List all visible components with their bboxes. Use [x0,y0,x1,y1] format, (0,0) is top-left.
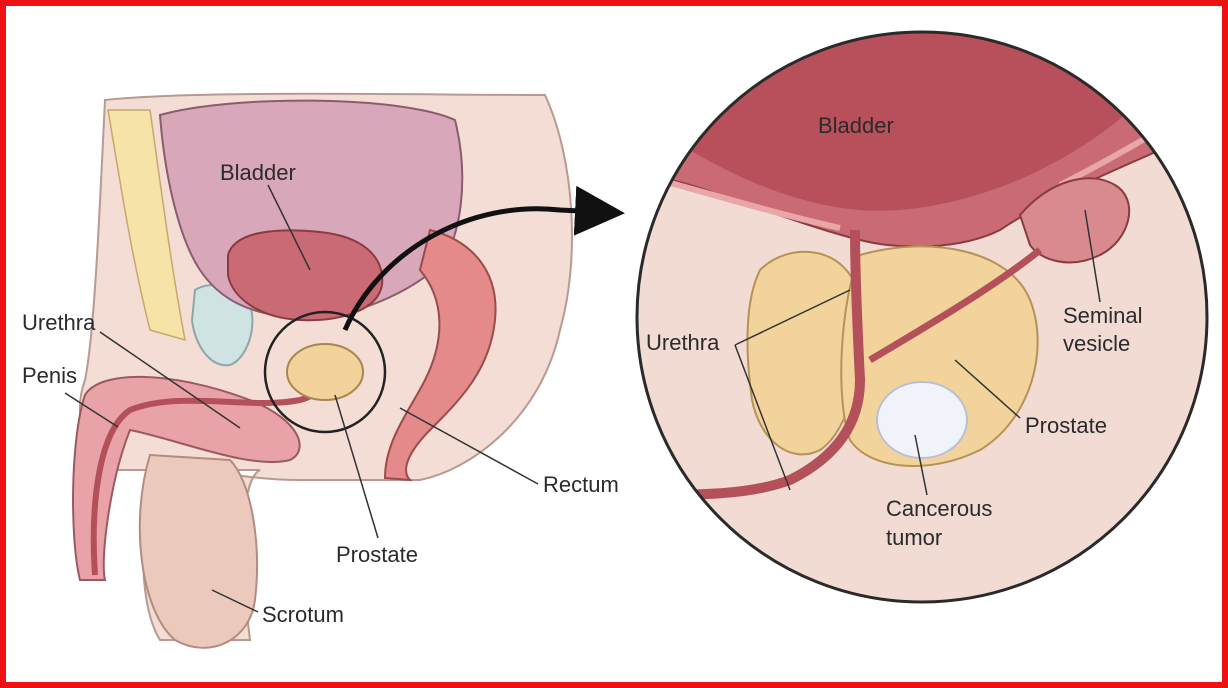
zoom-label-prostate: Prostate [1025,413,1107,438]
label-penis: Penis [22,363,77,388]
prostate-gland [287,344,363,400]
zoom-label-urethra: Urethra [646,330,720,355]
zoom-label-bladder: Bladder [818,113,894,138]
label-bladder: Bladder [220,160,296,185]
zoom-label-tumor: tumor [886,525,942,550]
zoomed-section-illustration: Bladder Urethra Seminal vesicle Prostate… [620,30,1228,602]
label-scrotum: Scrotum [262,602,344,627]
zoom-label-cancerous: Cancerous [886,496,992,521]
side-section-illustration: Bladder Urethra Penis Rectum Prostate Sc… [22,94,619,648]
cancerous-tumor [877,382,967,458]
zoom-label-seminal: Seminal [1063,303,1142,328]
zoom-label-vesicle: vesicle [1063,331,1130,356]
label-urethra: Urethra [22,310,96,335]
label-rectum: Rectum [543,472,619,497]
label-prostate: Prostate [336,542,418,567]
